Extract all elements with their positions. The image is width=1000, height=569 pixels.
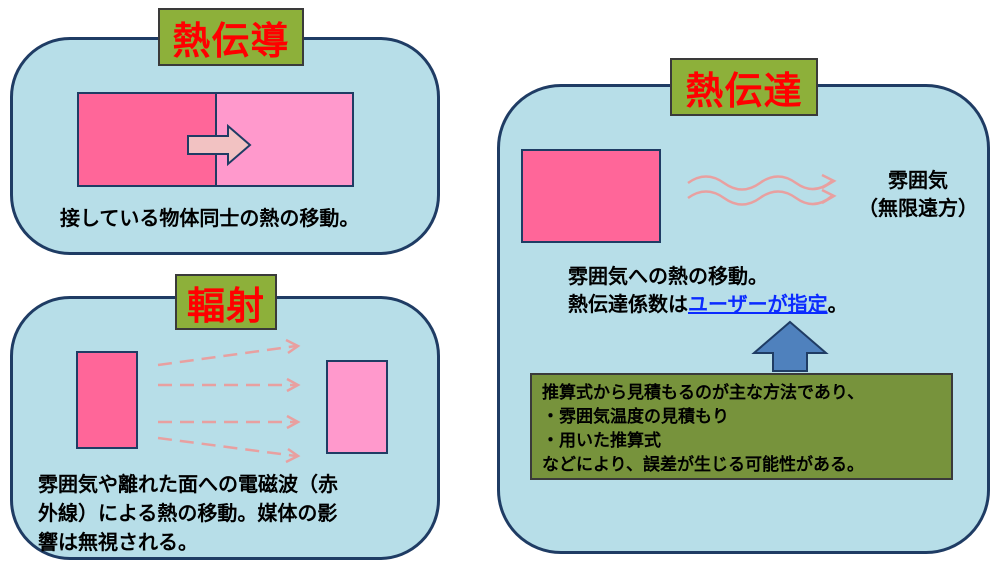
- radiation-arrow-4-icon: [157, 436, 297, 458]
- radiation-arrow-1-icon: [157, 344, 297, 367]
- ambient-label-line2: （無限遠方）: [858, 196, 978, 220]
- radiation-caption-line2: 外線）による熱の移動。媒体の影: [38, 501, 338, 525]
- heat-transfer-title: 熱伝達: [670, 58, 818, 116]
- description-line2: 熱伝達係数はユーザーが指定。: [568, 290, 848, 318]
- heat-transfer-description: 雰囲気への熱の移動。 熱伝達係数はユーザーが指定。: [568, 262, 848, 318]
- note-line3: ・用いた推算式: [542, 431, 661, 451]
- heat-source-body: [521, 149, 661, 243]
- conduction-caption: 接している物体同士の熱の移動。: [60, 206, 360, 230]
- note-line2: ・雰囲気温度の見積もり: [542, 407, 729, 427]
- note-line4: などにより、誤差が生じる可能性がある。: [542, 455, 864, 475]
- estimation-note: 推算式から見積もるのが主な方法であり、 ・雰囲気温度の見積もり ・用いた推算式 …: [530, 373, 953, 480]
- radiation-caption-line3: 響は無視される。: [38, 530, 198, 554]
- ambient-label-line1: 雰囲気: [888, 168, 948, 192]
- radiation-title: 輻射: [175, 274, 277, 330]
- up-arrow-icon: [751, 320, 829, 372]
- receiving-body: [326, 360, 388, 454]
- conduction-arrow-icon: [187, 123, 252, 167]
- ambient-label: 雰囲気 （無限遠方）: [858, 166, 978, 222]
- conduction-title: 熱伝導: [158, 8, 304, 66]
- wavy-arrows-icon: [687, 173, 837, 206]
- radiating-body: [76, 351, 138, 449]
- description-suffix: 。: [827, 292, 848, 316]
- user-specified-link[interactable]: ユーザーが指定: [688, 292, 828, 316]
- description-line1: 雰囲気への熱の移動。: [568, 264, 768, 288]
- note-line1: 推算式から見積もるのが主な方法であり、: [542, 383, 865, 403]
- radiation-arrows: [157, 344, 297, 458]
- radiation-caption: 雰囲気や離れた面への電磁波（赤 外線）による熱の移動。媒体の影 響は無視される。: [38, 470, 428, 557]
- description-prefix: 熱伝達係数は: [568, 292, 688, 316]
- radiation-caption-line1: 雰囲気や離れた面への電磁波（赤: [38, 472, 338, 496]
